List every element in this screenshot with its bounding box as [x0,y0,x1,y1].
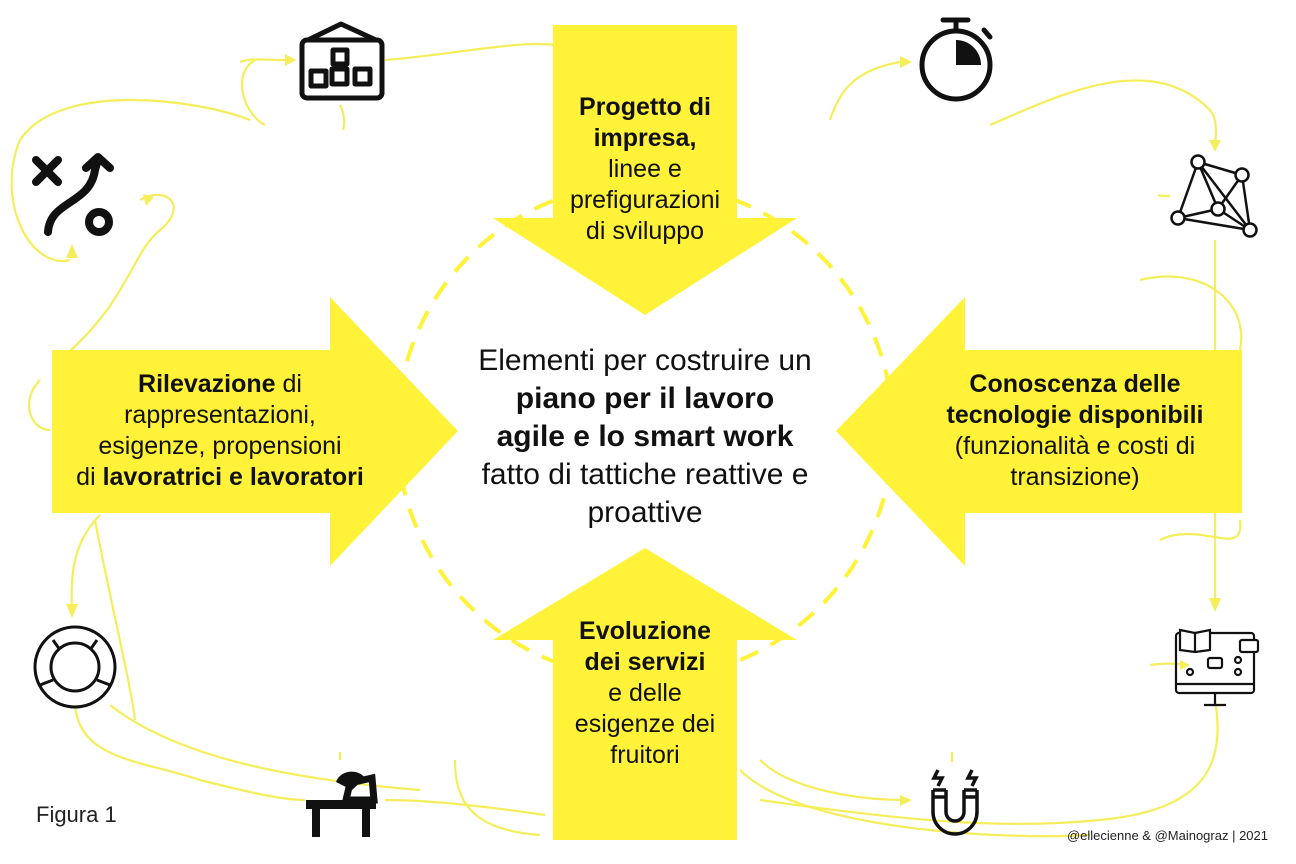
top-line-4: prefigurazioni [569,186,721,214]
arrowheads [66,54,1221,806]
bottom-line-5: fruitori [610,741,680,769]
left-line-3: esigenze, propensioni [98,432,342,460]
right-arrow-label: Conoscenza delle tecnologie disponibili … [910,369,1240,493]
top-arrow [493,25,797,315]
figure-caption: Figura 1 [36,802,117,827]
left-bold-1: Rilevazione [138,370,276,398]
left-line-2: rappresentazioni, [124,401,316,429]
center-line-1: Elementi per costruire un [478,344,812,377]
right-bold-1: Conoscenza delle [969,370,1181,398]
center-line-2: piano per il lavoro [515,382,775,415]
right-line-4: transizione) [1010,463,1140,491]
center-line-5: proattive [587,496,703,529]
center-line-3: agile e lo smart work [496,420,794,453]
top-line-3: linee e [608,155,682,183]
top-arrow-label: Progetto di impresa, linee e prefigurazi… [548,92,742,247]
left-rest-1: di [275,370,302,398]
top-line-5: di sviluppo [585,217,705,245]
lifebuoy-icon [33,625,117,709]
kanban-board-icon [299,21,385,101]
left-arrow [52,297,458,566]
bottom-arrow [493,548,797,840]
top-bold-1: Progetto di [579,93,711,121]
bottom-arrow-label: Evoluzione dei servizi e delle esigenze … [548,616,742,771]
elearning-monitor-icon [1174,628,1260,707]
strategy-play-icon [32,153,114,236]
stopwatch-icon [919,17,993,102]
desk-lamp-icon [306,771,378,837]
right-line-3: (funzionalità e costi di [954,432,1196,460]
bottom-bold-2: dei servizi [584,648,706,676]
right-arrow [836,297,1242,566]
credit-line: @ellecienne & @Mainograz | 2021 [1066,828,1268,843]
center-line-4: fatto di tattiche reattive e [481,458,809,491]
left-pre-4: di [76,463,103,491]
top-bold-2: impresa, [593,124,697,152]
center-title: Elementi per costruire un piano per il l… [430,342,860,532]
bottom-bold-1: Evoluzione [579,617,711,645]
bottom-line-3: e delle [608,679,682,707]
connector-lines [10,42,1243,838]
magnet-icon [931,769,979,836]
bottom-line-4: esigenze dei [574,710,716,738]
left-bold-4: lavoratrici e lavoratori [102,463,364,491]
left-arrow-label: Rilevazione di rappresentazioni, esigenz… [50,369,390,493]
network-graph-icon [1170,154,1258,238]
right-bold-2: tecnologie disponibili [946,401,1204,429]
